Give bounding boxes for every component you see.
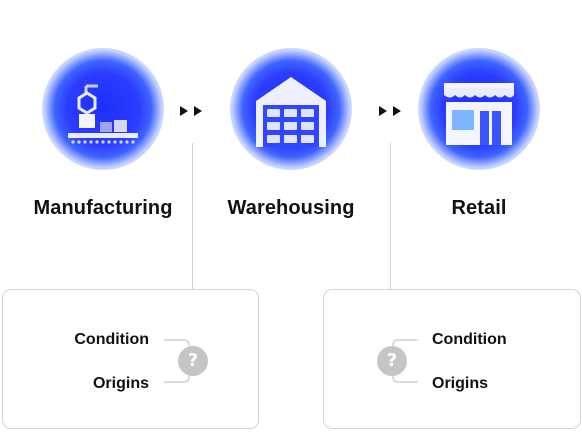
criterion-condition: Condition xyxy=(74,331,149,348)
manufacturing-stage xyxy=(42,48,164,170)
double-arrow-icon xyxy=(379,106,401,116)
criterion-condition: Condition xyxy=(432,331,507,348)
question-mark-icon: ? xyxy=(178,346,208,376)
stage-label-warehousing: Warehousing xyxy=(227,197,355,219)
bracket-connector xyxy=(392,339,418,383)
warehouse-icon xyxy=(256,77,326,147)
retail-stage xyxy=(418,48,540,170)
double-arrow-icon xyxy=(180,106,202,116)
criteria-card: Condition Origins ? xyxy=(2,289,259,429)
question-mark-icon: ? xyxy=(377,346,407,376)
stage-label-retail: Retail xyxy=(451,197,507,219)
criteria-card: ? Condition Origins xyxy=(323,289,581,429)
connector-line xyxy=(390,143,391,289)
stage-label-manufacturing: Manufacturing xyxy=(33,197,173,219)
criterion-origins: Origins xyxy=(92,375,149,392)
warehousing-stage xyxy=(230,48,352,170)
factory-robot-arm-icon xyxy=(68,84,138,144)
bracket-connector xyxy=(164,339,190,383)
manufacturing-glow xyxy=(42,48,164,170)
criterion-origins: Origins xyxy=(432,375,489,392)
storefront-icon xyxy=(444,83,514,145)
connector-line xyxy=(192,143,193,289)
